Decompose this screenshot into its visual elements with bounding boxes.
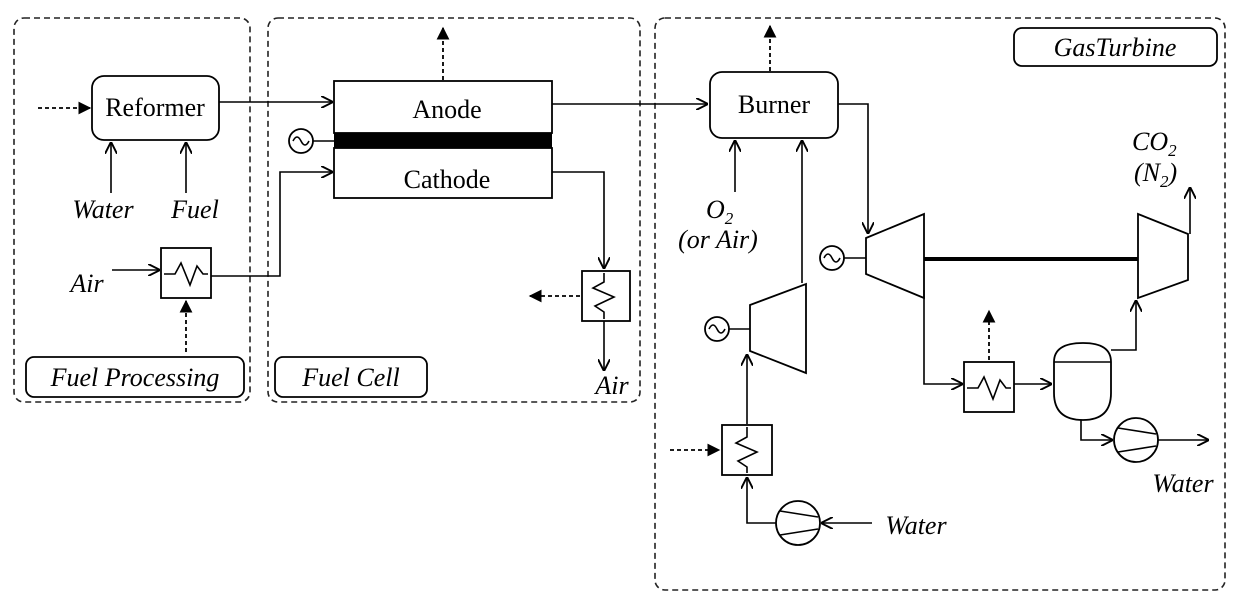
cathode-box xyxy=(333,147,553,199)
separator-pump-icon xyxy=(1113,417,1159,463)
turbine-generator-wave xyxy=(823,253,841,263)
exhaust-turbine-icon xyxy=(1137,212,1189,300)
compressor-generator-wave xyxy=(708,324,726,334)
fuel-cell-tag: Fuel Cell xyxy=(301,363,399,392)
turbine-to-cooler-arrow xyxy=(923,290,962,384)
o2-alternative-label: (or Air) xyxy=(678,225,758,254)
separator-to-pump-line xyxy=(1080,420,1112,440)
water-reformer-label: Water xyxy=(72,195,134,224)
separator-pump-blade-top xyxy=(1117,427,1157,435)
preheater-to-cathode-arrow xyxy=(211,172,332,277)
gas-turbine-tag: GasTurbine xyxy=(1054,33,1177,62)
separator-to-turbine-arrow xyxy=(1111,301,1136,351)
fuel-processing-tag: Fuel Processing xyxy=(50,363,220,392)
compressor-icon xyxy=(749,282,807,375)
feed-pump-blade-bottom xyxy=(779,528,819,536)
fuel-cell-tag-box xyxy=(274,356,428,398)
electrolyte-bar xyxy=(334,133,552,148)
fuel-reformer-label: Fuel xyxy=(170,195,219,224)
anode-label: Anode xyxy=(412,95,481,124)
exhaust-cooler-box xyxy=(963,361,1015,413)
burner-label: Burner xyxy=(738,90,811,119)
air-preheater-label: Air xyxy=(68,269,104,298)
n2-label: (N2) xyxy=(1134,158,1177,191)
o2-subscript: 2 xyxy=(725,209,734,228)
n2-close: ) xyxy=(1167,158,1178,187)
feedwater-heater-coil xyxy=(734,427,759,473)
water-pump-label: Water xyxy=(885,511,947,540)
reformer-label: Reformer xyxy=(105,93,205,122)
cathode-exhaust-cooler-box xyxy=(581,270,631,322)
feed-pump-blade-top xyxy=(779,510,819,518)
o2-label: O2 xyxy=(706,195,734,228)
burner-to-turbine-arrow xyxy=(838,103,868,233)
n2-subscript: 2 xyxy=(1160,172,1169,191)
fuel-cell-frame xyxy=(267,17,641,403)
air-preheater-coil xyxy=(164,261,208,288)
fuel-processing-tag-box xyxy=(25,356,245,398)
reformer-box xyxy=(91,75,220,141)
exhaust-cooler-coil xyxy=(967,375,1011,402)
water-separator-label: Water xyxy=(1152,469,1214,498)
feed-pump-icon xyxy=(775,500,821,546)
n2-open: (N xyxy=(1134,158,1162,187)
co2-subscript: 2 xyxy=(1168,141,1177,160)
gas-turbine-tag-box xyxy=(1013,27,1218,67)
cathode-cooler-coil xyxy=(591,273,616,319)
cathode-label: Cathode xyxy=(404,165,491,194)
gas-turbine-frame xyxy=(654,17,1226,591)
cathode-exhaust-line xyxy=(552,171,604,268)
pump-to-heater-arrow xyxy=(747,478,776,524)
anode-box xyxy=(333,80,553,134)
o2-main: O xyxy=(706,195,725,224)
air-exhaust-label: Air xyxy=(593,371,629,400)
separator-vessel-icon xyxy=(1053,342,1112,421)
burner-box xyxy=(709,71,839,139)
separator-pump-blade-bottom xyxy=(1117,445,1157,453)
fuel-processing-frame xyxy=(13,17,251,403)
air-preheater-box xyxy=(160,247,212,299)
turbine-icon xyxy=(865,212,925,300)
co2-label: CO2 xyxy=(1132,127,1177,160)
co2-main: CO xyxy=(1132,127,1168,156)
generator-wave xyxy=(292,136,310,146)
